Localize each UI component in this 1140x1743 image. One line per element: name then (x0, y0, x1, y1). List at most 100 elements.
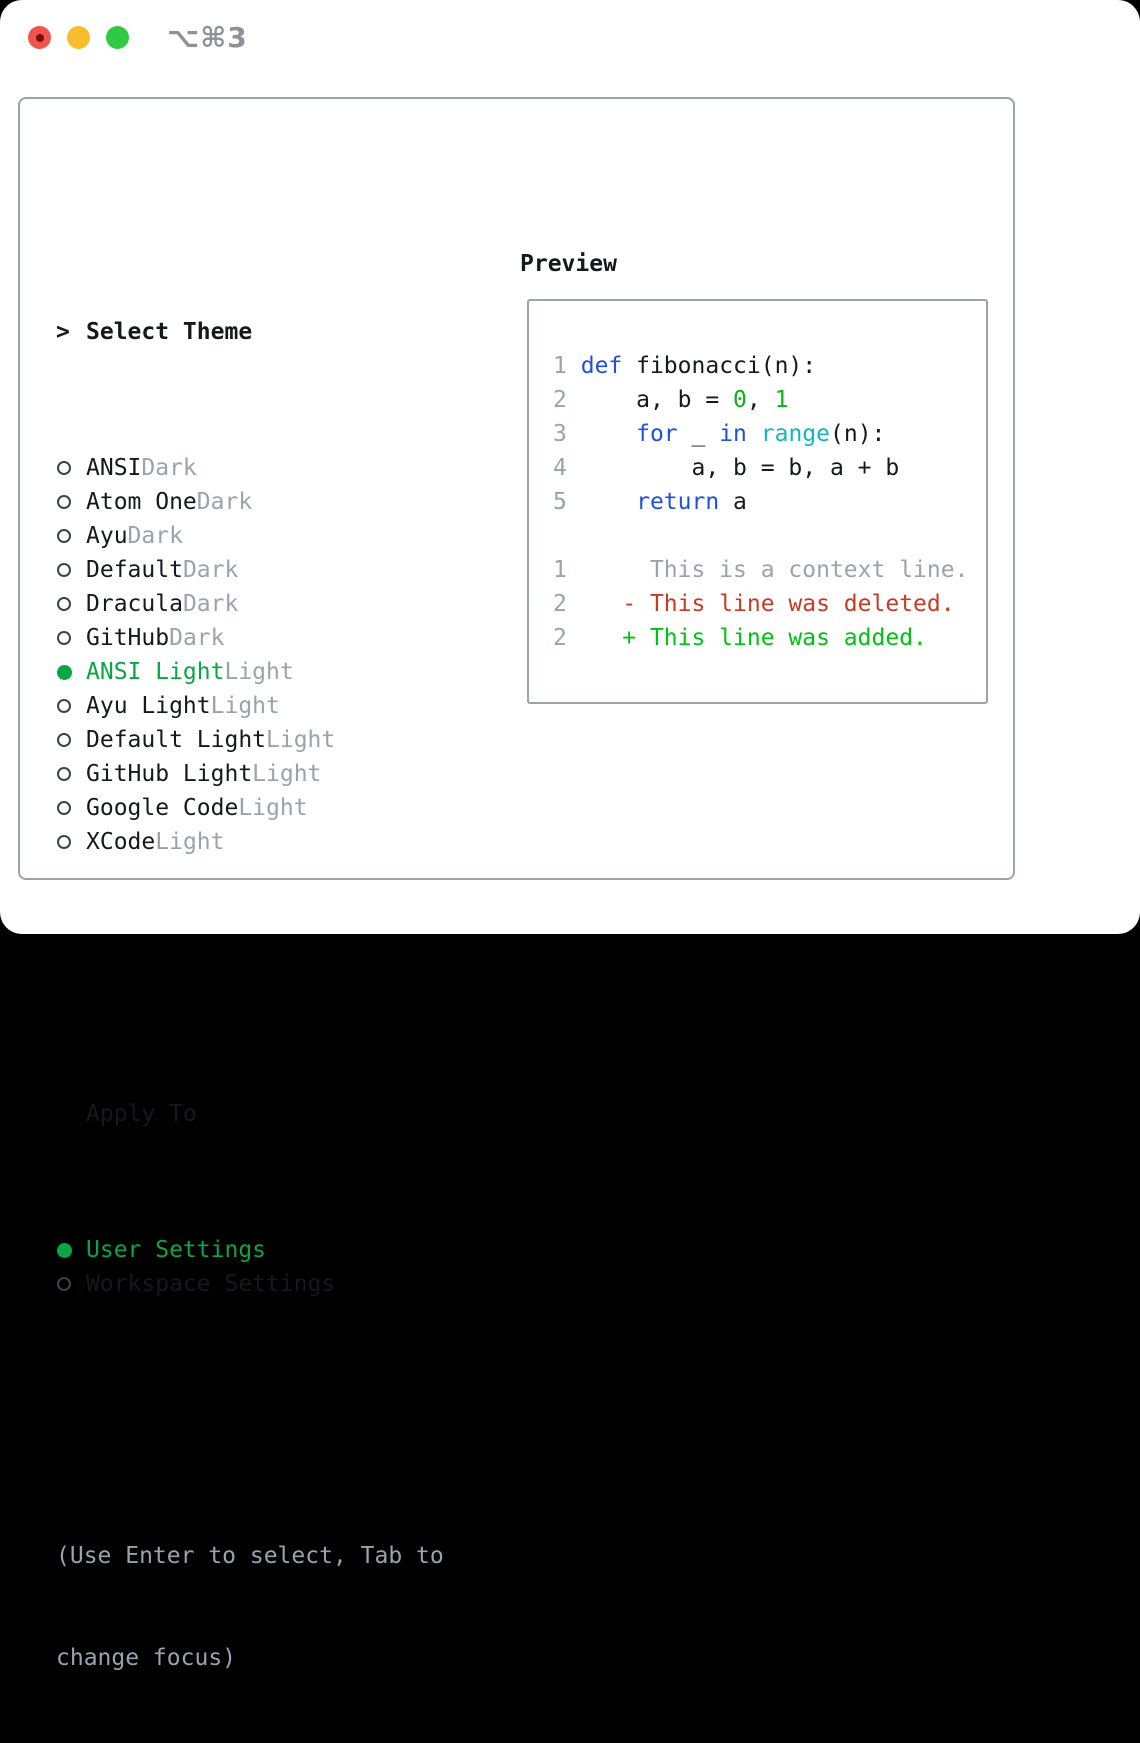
theme-option-google-code[interactable]: Google Code Light (56, 791, 444, 825)
radio-selected-icon (57, 1243, 72, 1258)
theme-variant-label: Light (155, 825, 224, 859)
option-label: XCode (86, 825, 155, 859)
code-token-text (747, 421, 761, 447)
apply-to-title: Apply To (86, 1097, 197, 1131)
select-theme-header: > Select Theme (56, 315, 444, 349)
code-token-keyword: for (636, 421, 678, 447)
theme-variant-label: Dark (141, 451, 196, 485)
code-token-text: a (719, 489, 747, 515)
minimize-button[interactable] (67, 26, 90, 49)
code-token-deleted: - This line was deleted. (567, 591, 955, 617)
theme-option-default[interactable]: Default Dark (56, 553, 444, 587)
code-line-1: 1 def fibonacci(n): (553, 349, 986, 383)
code-line-5: 5 return a (553, 485, 986, 519)
line-number: 4 (553, 455, 567, 481)
spacer (56, 961, 444, 995)
theme-option-default-light[interactable]: Default Light Light (56, 723, 444, 757)
theme-option-github[interactable]: GitHub Dark (56, 621, 444, 655)
theme-variant-label: Dark (128, 519, 183, 553)
apply-option-user-settings[interactable]: User Settings (56, 1233, 444, 1267)
line-number: 2 (553, 591, 567, 617)
code-token-text: , (747, 387, 775, 413)
option-label: Google Code (86, 791, 238, 825)
theme-option-ansi[interactable]: ANSI Dark (56, 451, 444, 485)
code-token-number: 1 (775, 387, 789, 413)
code-line-4: 4 a, b = b, a + b (553, 451, 986, 485)
code-token-text: a, b = b, a + b (567, 455, 899, 481)
option-label: ANSI Light (86, 655, 224, 689)
radio-icon (57, 563, 71, 577)
theme-variant-label: Dark (183, 587, 238, 621)
spacer (56, 1403, 444, 1437)
code-token-text (567, 353, 581, 379)
code-line-8: 2 - This line was deleted. (553, 587, 986, 621)
code-token-text (567, 421, 636, 447)
radio-icon (57, 1277, 71, 1291)
theme-option-dracula[interactable]: Dracula Dark (56, 587, 444, 621)
theme-option-atom-one[interactable]: Atom One Dark (56, 485, 444, 519)
code-line-9: 2 + This line was added. (553, 621, 986, 655)
code-token-keyword: def (581, 353, 623, 379)
line-number: 2 (553, 625, 567, 651)
radio-icon (57, 597, 71, 611)
code-token-keyword: return (636, 489, 719, 515)
code-token-function: range (761, 421, 830, 447)
apply-option-workspace-settings[interactable]: Workspace Settings (56, 1267, 444, 1301)
theme-option-github-light[interactable]: GitHub Light Light (56, 757, 444, 791)
option-label: User Settings (86, 1233, 266, 1267)
radio-icon (57, 461, 71, 475)
radio-icon (57, 529, 71, 543)
code-token-text: a, b = (567, 387, 733, 413)
option-label: Atom One (86, 485, 197, 519)
option-label: Ayu (86, 519, 128, 553)
option-label: GitHub (86, 621, 169, 655)
theme-option-ansi-light[interactable]: ANSI Light Light (56, 655, 444, 689)
unsaved-dot-icon (36, 34, 44, 42)
theme-variant-label: Light (211, 689, 280, 723)
radio-selected-icon (57, 665, 72, 680)
selection-cursor-icon: > (56, 315, 70, 349)
option-label: Dracula (86, 587, 183, 621)
radio-icon (57, 733, 71, 747)
theme-variant-label: Dark (197, 485, 252, 519)
option-label: Default Light (86, 723, 266, 757)
zoom-button[interactable] (106, 26, 129, 49)
select-theme-title: Select Theme (86, 315, 252, 349)
code-token-text: _ (678, 421, 720, 447)
theme-variant-label: Light (252, 757, 321, 791)
code-token-text (567, 489, 636, 515)
radio-icon (57, 801, 71, 815)
theme-option-ayu-light[interactable]: Ayu Light Light (56, 689, 444, 723)
theme-variant-label: Light (266, 723, 335, 757)
line-number: 1 (553, 353, 567, 379)
theme-variant-label: Dark (183, 553, 238, 587)
theme-option-xcode[interactable]: XCode Light (56, 825, 444, 859)
window-controls (28, 26, 129, 49)
close-button[interactable] (28, 26, 51, 49)
hint-text-line-1: (Use Enter to select, Tab to (56, 1539, 444, 1573)
radio-icon (57, 699, 71, 713)
code-token-text: (n): (830, 421, 885, 447)
code-line-2: 2 a, b = 0, 1 (553, 383, 986, 417)
code-token-added: + This line was added. (567, 625, 927, 651)
code-line-3: 3 for _ in range(n): (553, 417, 986, 451)
line-number: 2 (553, 387, 567, 413)
code-token-text: fibonacci(n): (622, 353, 816, 379)
theme-option-ayu[interactable]: Ayu Dark (56, 519, 444, 553)
code-line-7: 1 This is a context line. (553, 553, 986, 587)
option-label: ANSI (86, 451, 141, 485)
window-shortcut-label: ⌥⌘3 (167, 21, 248, 54)
code-token-number: 0 (733, 387, 747, 413)
option-label: Default (86, 553, 183, 587)
option-label: Ayu Light (86, 689, 211, 723)
apply-to-header: Apply To (56, 1097, 444, 1131)
preview-title: Preview (520, 247, 617, 281)
radio-icon (57, 835, 71, 849)
radio-icon (57, 767, 71, 781)
option-label: GitHub Light (86, 757, 252, 791)
